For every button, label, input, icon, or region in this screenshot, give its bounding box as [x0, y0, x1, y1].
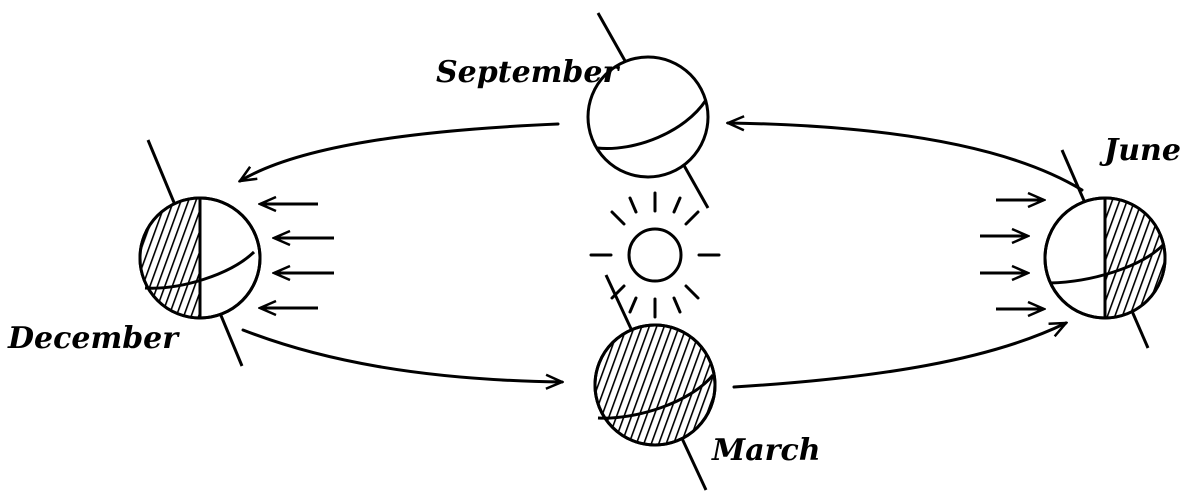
- sunlight-arrows-left: [260, 204, 334, 308]
- sun: [591, 193, 719, 317]
- label-september: September: [436, 55, 620, 90]
- orbit-arc-march-to-june: [734, 323, 1066, 387]
- night-side-june: [1105, 196, 1167, 320]
- orbit-arc-september-to-december: [240, 124, 558, 181]
- label-march: March: [711, 433, 821, 468]
- sun-disc: [629, 229, 681, 281]
- orbit-arc-june-to-september: [728, 123, 1082, 190]
- label-june: June: [1099, 133, 1181, 168]
- night-side-december: [138, 196, 200, 320]
- earth-september: [588, 13, 708, 208]
- orbit-arc-december-to-march: [243, 330, 562, 382]
- label-december: December: [7, 321, 180, 356]
- sunlight-arrows-right: [980, 200, 1044, 309]
